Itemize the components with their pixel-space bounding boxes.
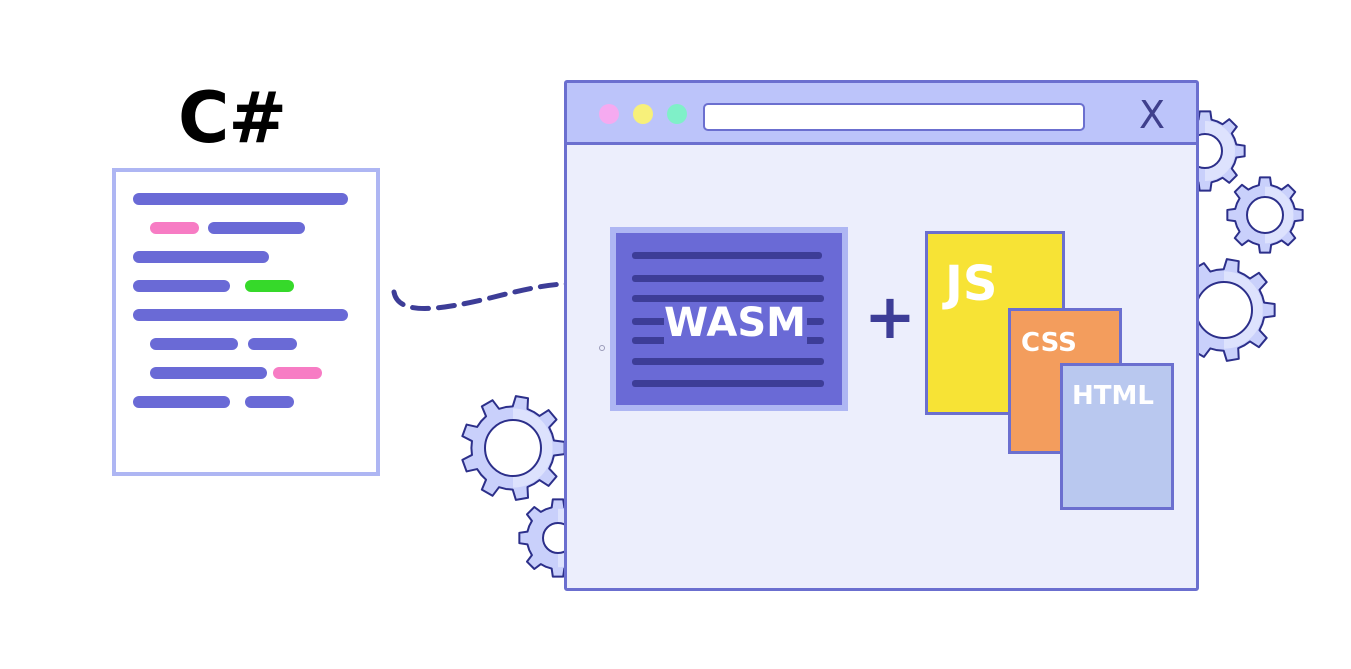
css-file-label: CSS — [1021, 328, 1077, 358]
wasm-block: WASM — [610, 227, 848, 411]
wasm-label-background — [664, 303, 807, 345]
js-file-label: JS — [945, 256, 998, 312]
wasm-line — [632, 275, 824, 282]
code-line — [150, 367, 267, 379]
code-line — [150, 338, 238, 350]
gear-hole — [484, 419, 542, 477]
address-bar[interactable] — [703, 103, 1085, 131]
gear-icon — [1226, 176, 1304, 254]
window-dot-pink[interactable] — [599, 104, 619, 124]
window-dot-yellow[interactable] — [633, 104, 653, 124]
code-token-green — [245, 280, 294, 292]
code-line — [208, 222, 305, 234]
small-dot-mark — [599, 345, 605, 351]
gear-hole — [1195, 281, 1253, 339]
html-file-card: HTML — [1060, 363, 1174, 510]
code-line — [133, 396, 230, 408]
gear-hole — [1246, 196, 1284, 234]
code-line — [133, 280, 230, 292]
window-dot-green[interactable] — [667, 104, 687, 124]
code-line — [245, 396, 294, 408]
code-token-pink — [273, 367, 322, 379]
plus-sign: + — [864, 280, 916, 353]
csharp-code-document — [112, 168, 380, 476]
wasm-line — [632, 380, 824, 387]
gear-icon — [1173, 258, 1276, 362]
wasm-label: WASM — [664, 300, 806, 346]
code-line — [133, 193, 348, 205]
code-token-pink — [150, 222, 199, 234]
wasm-line — [632, 295, 824, 302]
html-file-label: HTML — [1072, 381, 1154, 411]
code-line — [133, 251, 269, 263]
code-line — [133, 309, 348, 321]
code-line — [248, 338, 297, 350]
csharp-title: C# — [178, 77, 287, 159]
browser-title-bar: X — [567, 83, 1196, 145]
gear-icon — [461, 395, 566, 501]
wasm-line — [632, 358, 824, 365]
wasm-line — [632, 252, 822, 259]
close-icon[interactable]: X — [1139, 93, 1166, 137]
